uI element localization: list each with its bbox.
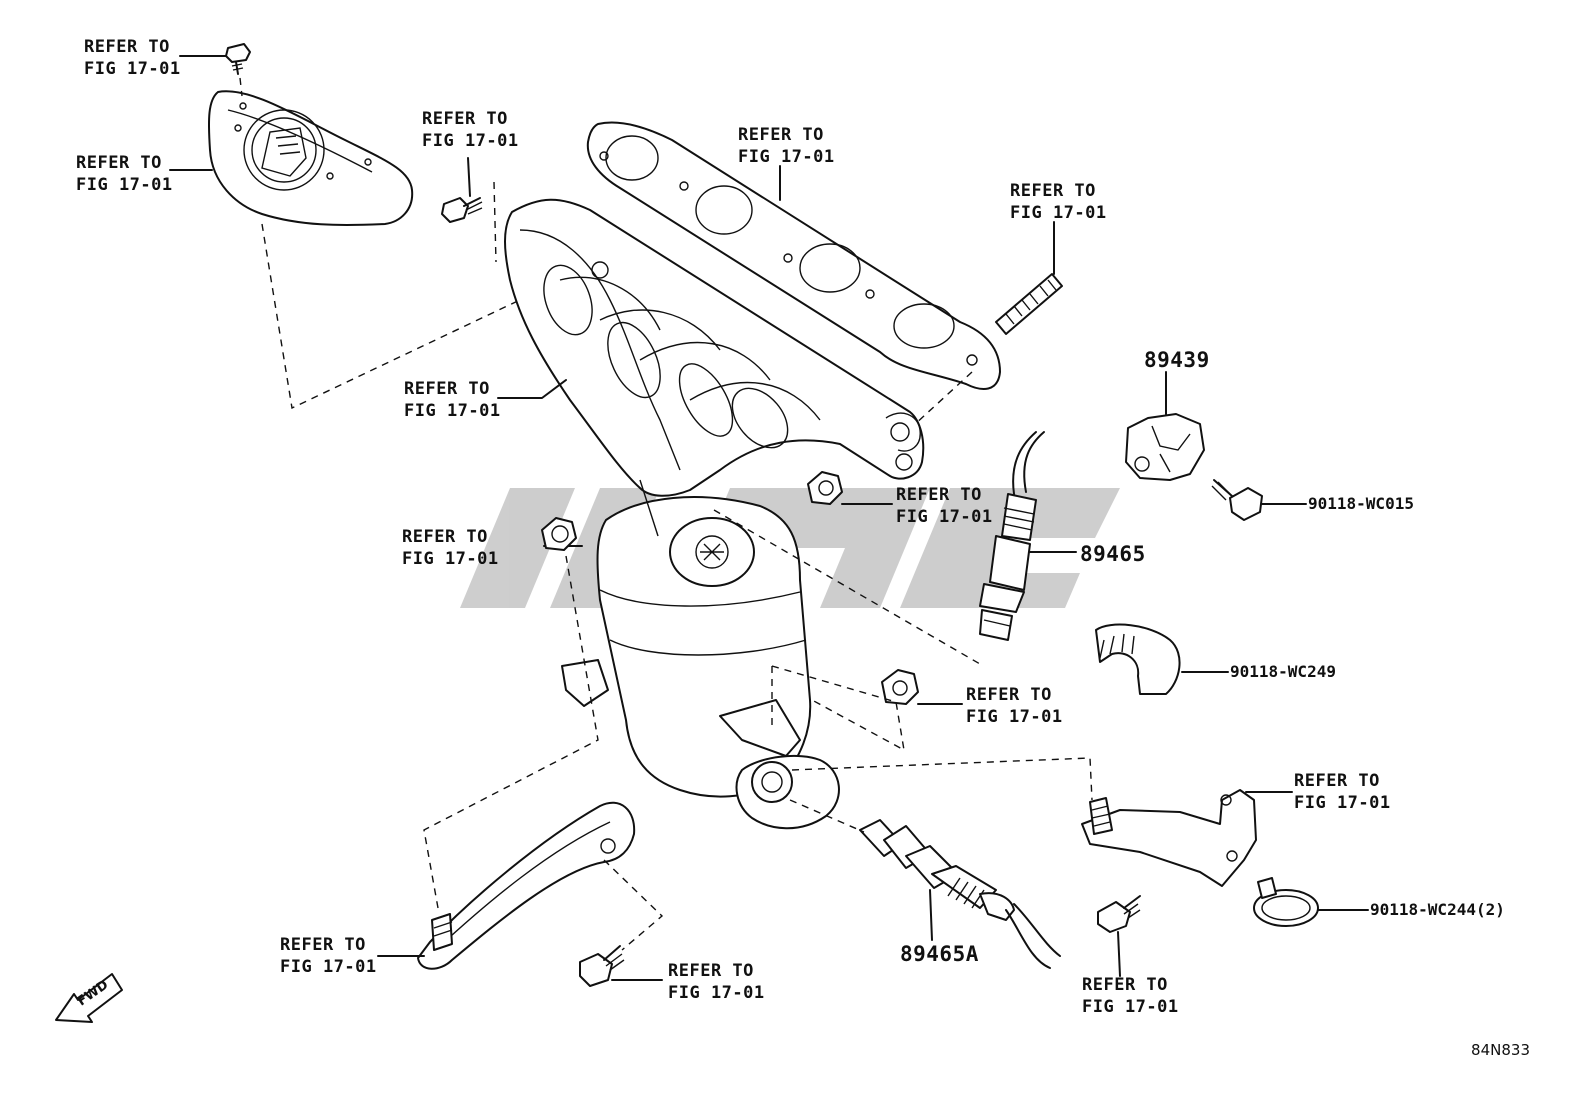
- part-number-90118-wc249: 90118-WC249: [1230, 662, 1336, 681]
- manifold-gasket: [586, 121, 1001, 390]
- part-number-90118-wc015: 90118-WC015: [1308, 494, 1414, 513]
- diagram-code: 84N833: [1471, 1041, 1530, 1059]
- catalytic-converter: [543, 479, 840, 830]
- clip-90118-wc249: [1095, 623, 1229, 695]
- part-number-89465: 89465: [1080, 542, 1146, 566]
- nut-manifold: [807, 471, 893, 505]
- clip-90118-wc244: [1253, 877, 1369, 927]
- bolt-90118-wc015: [1211, 479, 1307, 521]
- callout-stud: REFER TO FIG 17-01: [1010, 181, 1107, 223]
- nut-left: [541, 517, 577, 551]
- callout-gasket: REFER TO FIG 17-01: [738, 125, 835, 167]
- callout-bolt-manifold-top: REFER TO FIG 17-01: [422, 109, 519, 151]
- bolt-lower-right: [1097, 895, 1141, 977]
- bracket-lower-right: [1081, 789, 1293, 887]
- part-number-89465a: 89465A: [900, 942, 979, 966]
- bolt-bottom: [579, 945, 663, 987]
- callout-nut-right: REFER TO FIG 17-01: [966, 685, 1063, 727]
- bolt-top-left: [179, 43, 251, 75]
- callout-heat-shield: REFER TO FIG 17-01: [76, 153, 173, 195]
- exhaust-manifold: [497, 198, 925, 497]
- callout-bolt-bottom: REFER TO FIG 17-01: [668, 961, 765, 1003]
- oxygen-sensor-upper: [979, 431, 1077, 641]
- callout-nut-manifold: REFER TO FIG 17-01: [896, 485, 993, 527]
- callout-nut-left: REFER TO FIG 17-01: [402, 527, 499, 569]
- bracket-89439: [1125, 371, 1205, 481]
- callout-manifold: REFER TO FIG 17-01: [404, 379, 501, 421]
- part-number-90118-wc244: 90118-WC244(2): [1370, 900, 1505, 919]
- fwd-arrow-icon: [55, 973, 123, 1023]
- callout-exhaust-stay: REFER TO FIG 17-01: [280, 935, 377, 977]
- nut-right: [881, 669, 963, 705]
- bolt-manifold-top: [441, 157, 483, 223]
- callout-bolt-top-left: REFER TO FIG 17-01: [84, 37, 181, 79]
- callout-bracket-lower-right: REFER TO FIG 17-01: [1294, 771, 1391, 813]
- oxygen-sensor-lower: [859, 819, 1061, 969]
- exhaust-stay-lower: [377, 801, 636, 970]
- callout-bolt-lower-right: REFER TO FIG 17-01: [1082, 975, 1179, 1017]
- part-number-89439: 89439: [1144, 348, 1210, 372]
- stud-right: [995, 221, 1063, 335]
- heat-shield-upper: [208, 90, 414, 226]
